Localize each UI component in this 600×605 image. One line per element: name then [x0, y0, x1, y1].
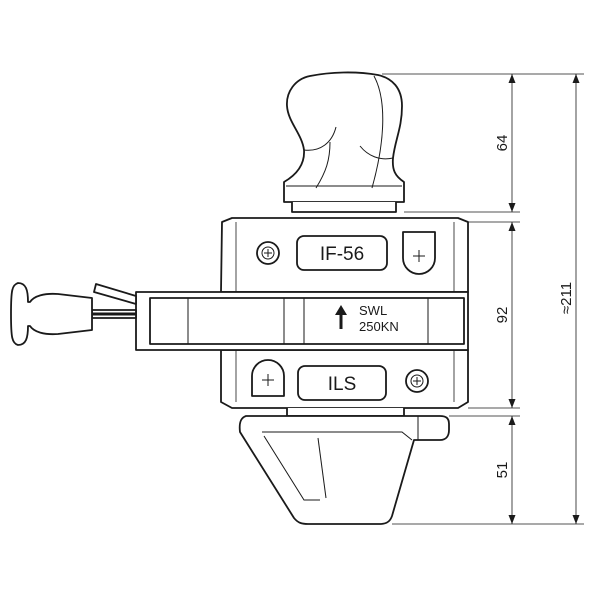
- brand-label: ILS: [328, 374, 357, 395]
- dim-bottom-value: 51: [494, 462, 511, 479]
- swl-label: SWL: [359, 303, 387, 318]
- dimension-bottom: 51: [494, 416, 516, 524]
- cross-screw-icon: [405, 369, 429, 393]
- cross-screw-icon: [256, 241, 280, 265]
- plus-slot-top: [402, 231, 436, 275]
- bottom-foot: [238, 408, 450, 525]
- dim-body-value: 92: [494, 307, 511, 324]
- top-knob: [283, 71, 405, 213]
- dimension-overall: ≈211: [558, 74, 580, 524]
- plus-slot-bottom: [251, 359, 285, 397]
- pull-pin: [10, 282, 137, 346]
- dimension-top: 64: [494, 74, 516, 212]
- dimension-body: 92: [494, 222, 516, 408]
- dim-top-value: 64: [494, 135, 511, 152]
- dim-overall-value: ≈211: [558, 282, 575, 314]
- model-label: IF-56: [320, 244, 364, 265]
- up-arrow-icon: [335, 305, 347, 329]
- label-plate-top: IF-56: [296, 235, 388, 271]
- swl-value: 250KN: [359, 319, 399, 334]
- label-plate-bottom: ILS: [297, 365, 387, 401]
- extension-lines: [382, 73, 584, 525]
